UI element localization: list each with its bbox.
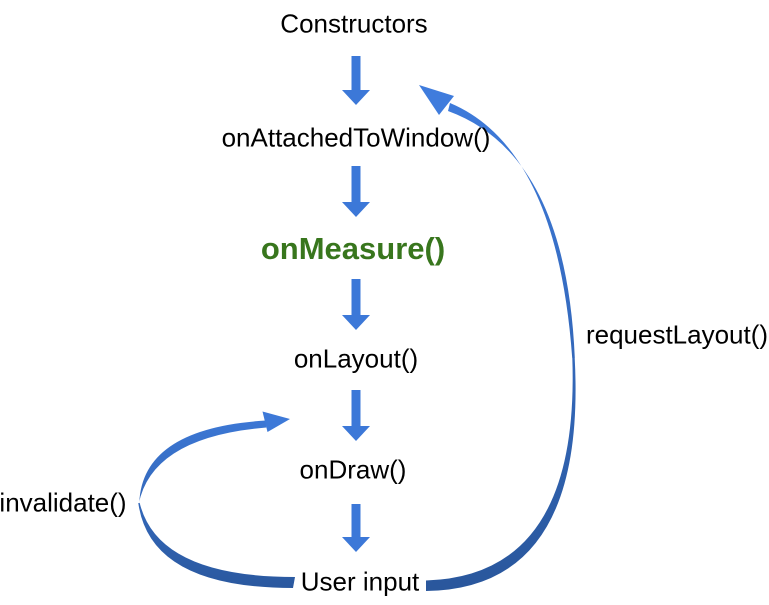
arrow-requestlayout-curve — [419, 85, 576, 591]
node-ondraw: onDraw() — [299, 454, 407, 485]
arrow-onmeasure-to-onlayout — [342, 279, 370, 330]
arrow-invalidate-curve — [138, 411, 295, 588]
node-onattachedtowindow: onAttachedToWindow() — [221, 122, 491, 153]
arrow-constructors-to-onattachedtowindow — [342, 56, 370, 105]
edge-label-invalidate: invalidate() — [0, 487, 127, 518]
node-onmeasure: onMeasure() — [260, 230, 446, 266]
arrow-ondraw-to-userinput — [342, 504, 370, 552]
requestlayout-arrowhead-icon — [419, 85, 454, 115]
edge-label-requestlayout: requestLayout() — [585, 319, 769, 350]
arrow-onlayout-to-ondraw — [342, 390, 370, 441]
node-user-input: User input — [300, 566, 420, 597]
node-constructors: Constructors — [280, 8, 428, 39]
invalidate-arrowhead-icon — [262, 411, 290, 432]
node-onlayout: onLayout() — [293, 343, 419, 374]
arrow-onattachedtowindow-to-onmeasure — [342, 166, 370, 217]
